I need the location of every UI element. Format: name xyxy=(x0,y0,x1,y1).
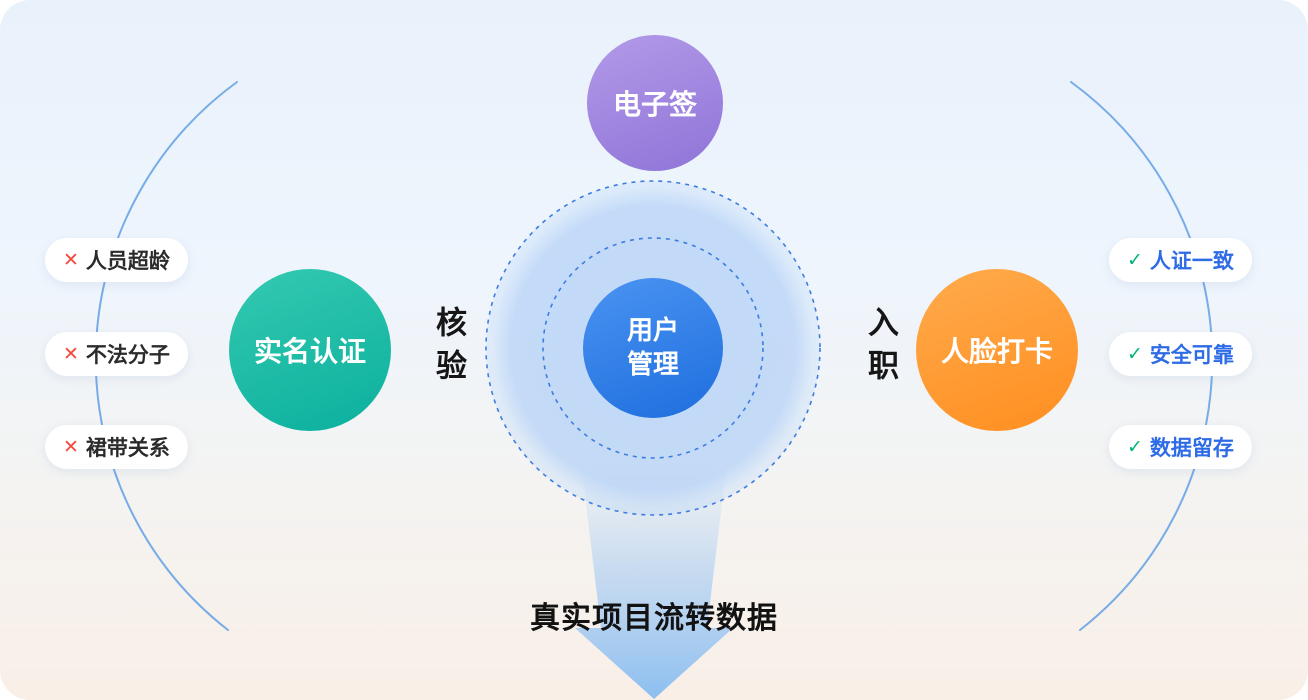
cross-icon: ✕ xyxy=(63,436,79,458)
node-user-management-label: 用户 管理 xyxy=(627,314,679,382)
pill-data-retention: ✓ 数据留存 xyxy=(1109,425,1252,469)
pill-nepotism: ✕ 裙带关系 xyxy=(45,425,188,469)
check-icon: ✓ xyxy=(1127,249,1143,271)
check-icon: ✓ xyxy=(1127,436,1143,458)
check-icon: ✓ xyxy=(1127,343,1143,365)
node-realname-auth-label: 实名认证 xyxy=(253,336,366,367)
pill-overage: ✕ 人员超龄 xyxy=(45,238,188,282)
pill-safe-reliable: ✓ 安全可靠 xyxy=(1109,332,1252,376)
pill-data-retention-label: 数据留存 xyxy=(1149,437,1234,460)
pill-overage-label: 人员超龄 xyxy=(85,250,170,273)
node-esign-label: 电子签 xyxy=(612,89,697,120)
cross-icon: ✕ xyxy=(63,249,79,271)
pill-nepotism-label: 裙带关系 xyxy=(85,437,170,460)
link-label-verify: 核验 xyxy=(431,306,466,392)
pill-id-match-label: 人证一致 xyxy=(1149,250,1234,273)
bottom-caption: 真实项目流转数据 xyxy=(530,602,778,635)
node-face-checkin: 人脸打卡 xyxy=(916,269,1078,431)
pill-safe-reliable-label: 安全可靠 xyxy=(1149,344,1234,367)
pill-lawbreaker-label: 不法分子 xyxy=(85,344,170,367)
node-realname-auth: 实名认证 xyxy=(229,269,391,431)
link-label-onboard: 入职 xyxy=(863,306,898,392)
node-esign: 电子签 xyxy=(587,35,723,171)
pill-lawbreaker: ✕ 不法分子 xyxy=(45,332,188,376)
pill-id-match: ✓ 人证一致 xyxy=(1109,238,1252,282)
user-management-line2: 管理 xyxy=(626,349,679,379)
node-user-management: 用户 管理 xyxy=(583,278,723,418)
cross-icon: ✕ xyxy=(63,343,79,365)
user-management-line1: 用户 xyxy=(626,315,679,346)
node-face-checkin-label: 人脸打卡 xyxy=(940,336,1053,367)
